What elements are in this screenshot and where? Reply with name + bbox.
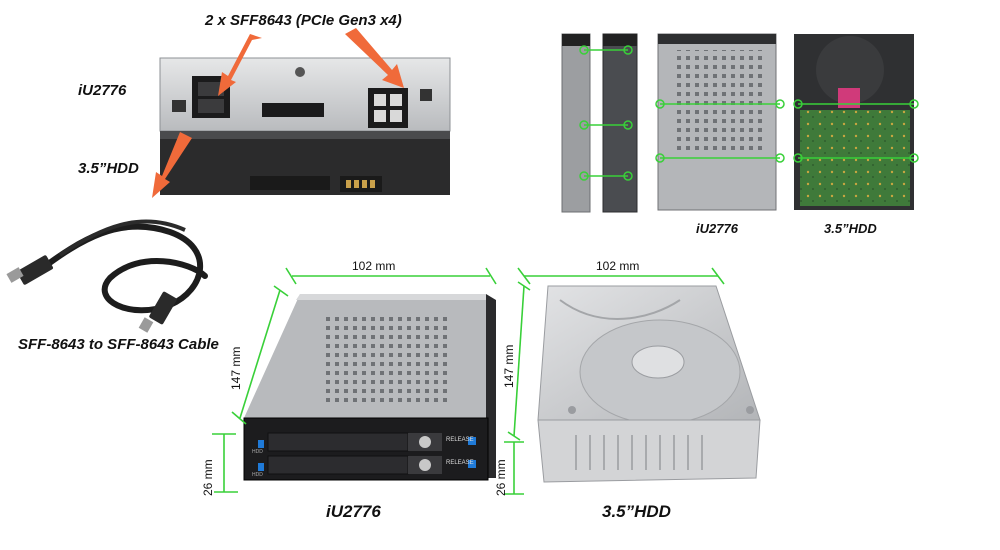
enclosure-depth-dim: 147 mm (229, 346, 243, 390)
connector-title: 2 x SFF8643 (PCIe Gen3 x4) (205, 12, 402, 29)
hdd-3d (537, 285, 761, 483)
cable-label: SFF-8643 to SFF-8643 Cable (18, 336, 219, 353)
model-label-top: iU2776 (78, 82, 127, 99)
hdd-bay-label: HDD (252, 472, 263, 478)
model-label-bottom: iU2776 (326, 502, 381, 521)
hdd-depth-dim: 147 mm (502, 344, 516, 388)
screw-hole-icon (295, 67, 305, 77)
lock-icon (419, 436, 431, 448)
screw-hole-icon (568, 406, 576, 414)
enclosure-height-dim: 26 mm (201, 459, 215, 496)
model-label-side: iU2776 (696, 221, 738, 236)
enclosure-width-dim: 102 mm (352, 259, 396, 273)
lock-icon (419, 459, 431, 471)
hdd-height-dim: 26 mm (494, 459, 508, 496)
hdd-label-top: 3.5”HDD (78, 160, 139, 177)
arrow-icon (152, 28, 404, 198)
hdd-width-dim: 102 mm (596, 259, 640, 273)
rear-panel-photo (159, 57, 451, 195)
release-label: RELEASE (446, 437, 474, 443)
dimension-lines (212, 267, 725, 495)
screw-hole-icon (746, 406, 754, 414)
cable-icon (6, 219, 208, 333)
hdd-bay-label: HDD (252, 449, 263, 455)
release-label: RELEASE (446, 460, 474, 466)
side-view-photos (561, 33, 914, 213)
hdd-label-side: 3.5”HDD (824, 221, 877, 236)
hdd-label-bottom: 3.5”HDD (602, 502, 671, 521)
alignment-lines (579, 45, 919, 181)
enclosure-3d (243, 294, 496, 481)
